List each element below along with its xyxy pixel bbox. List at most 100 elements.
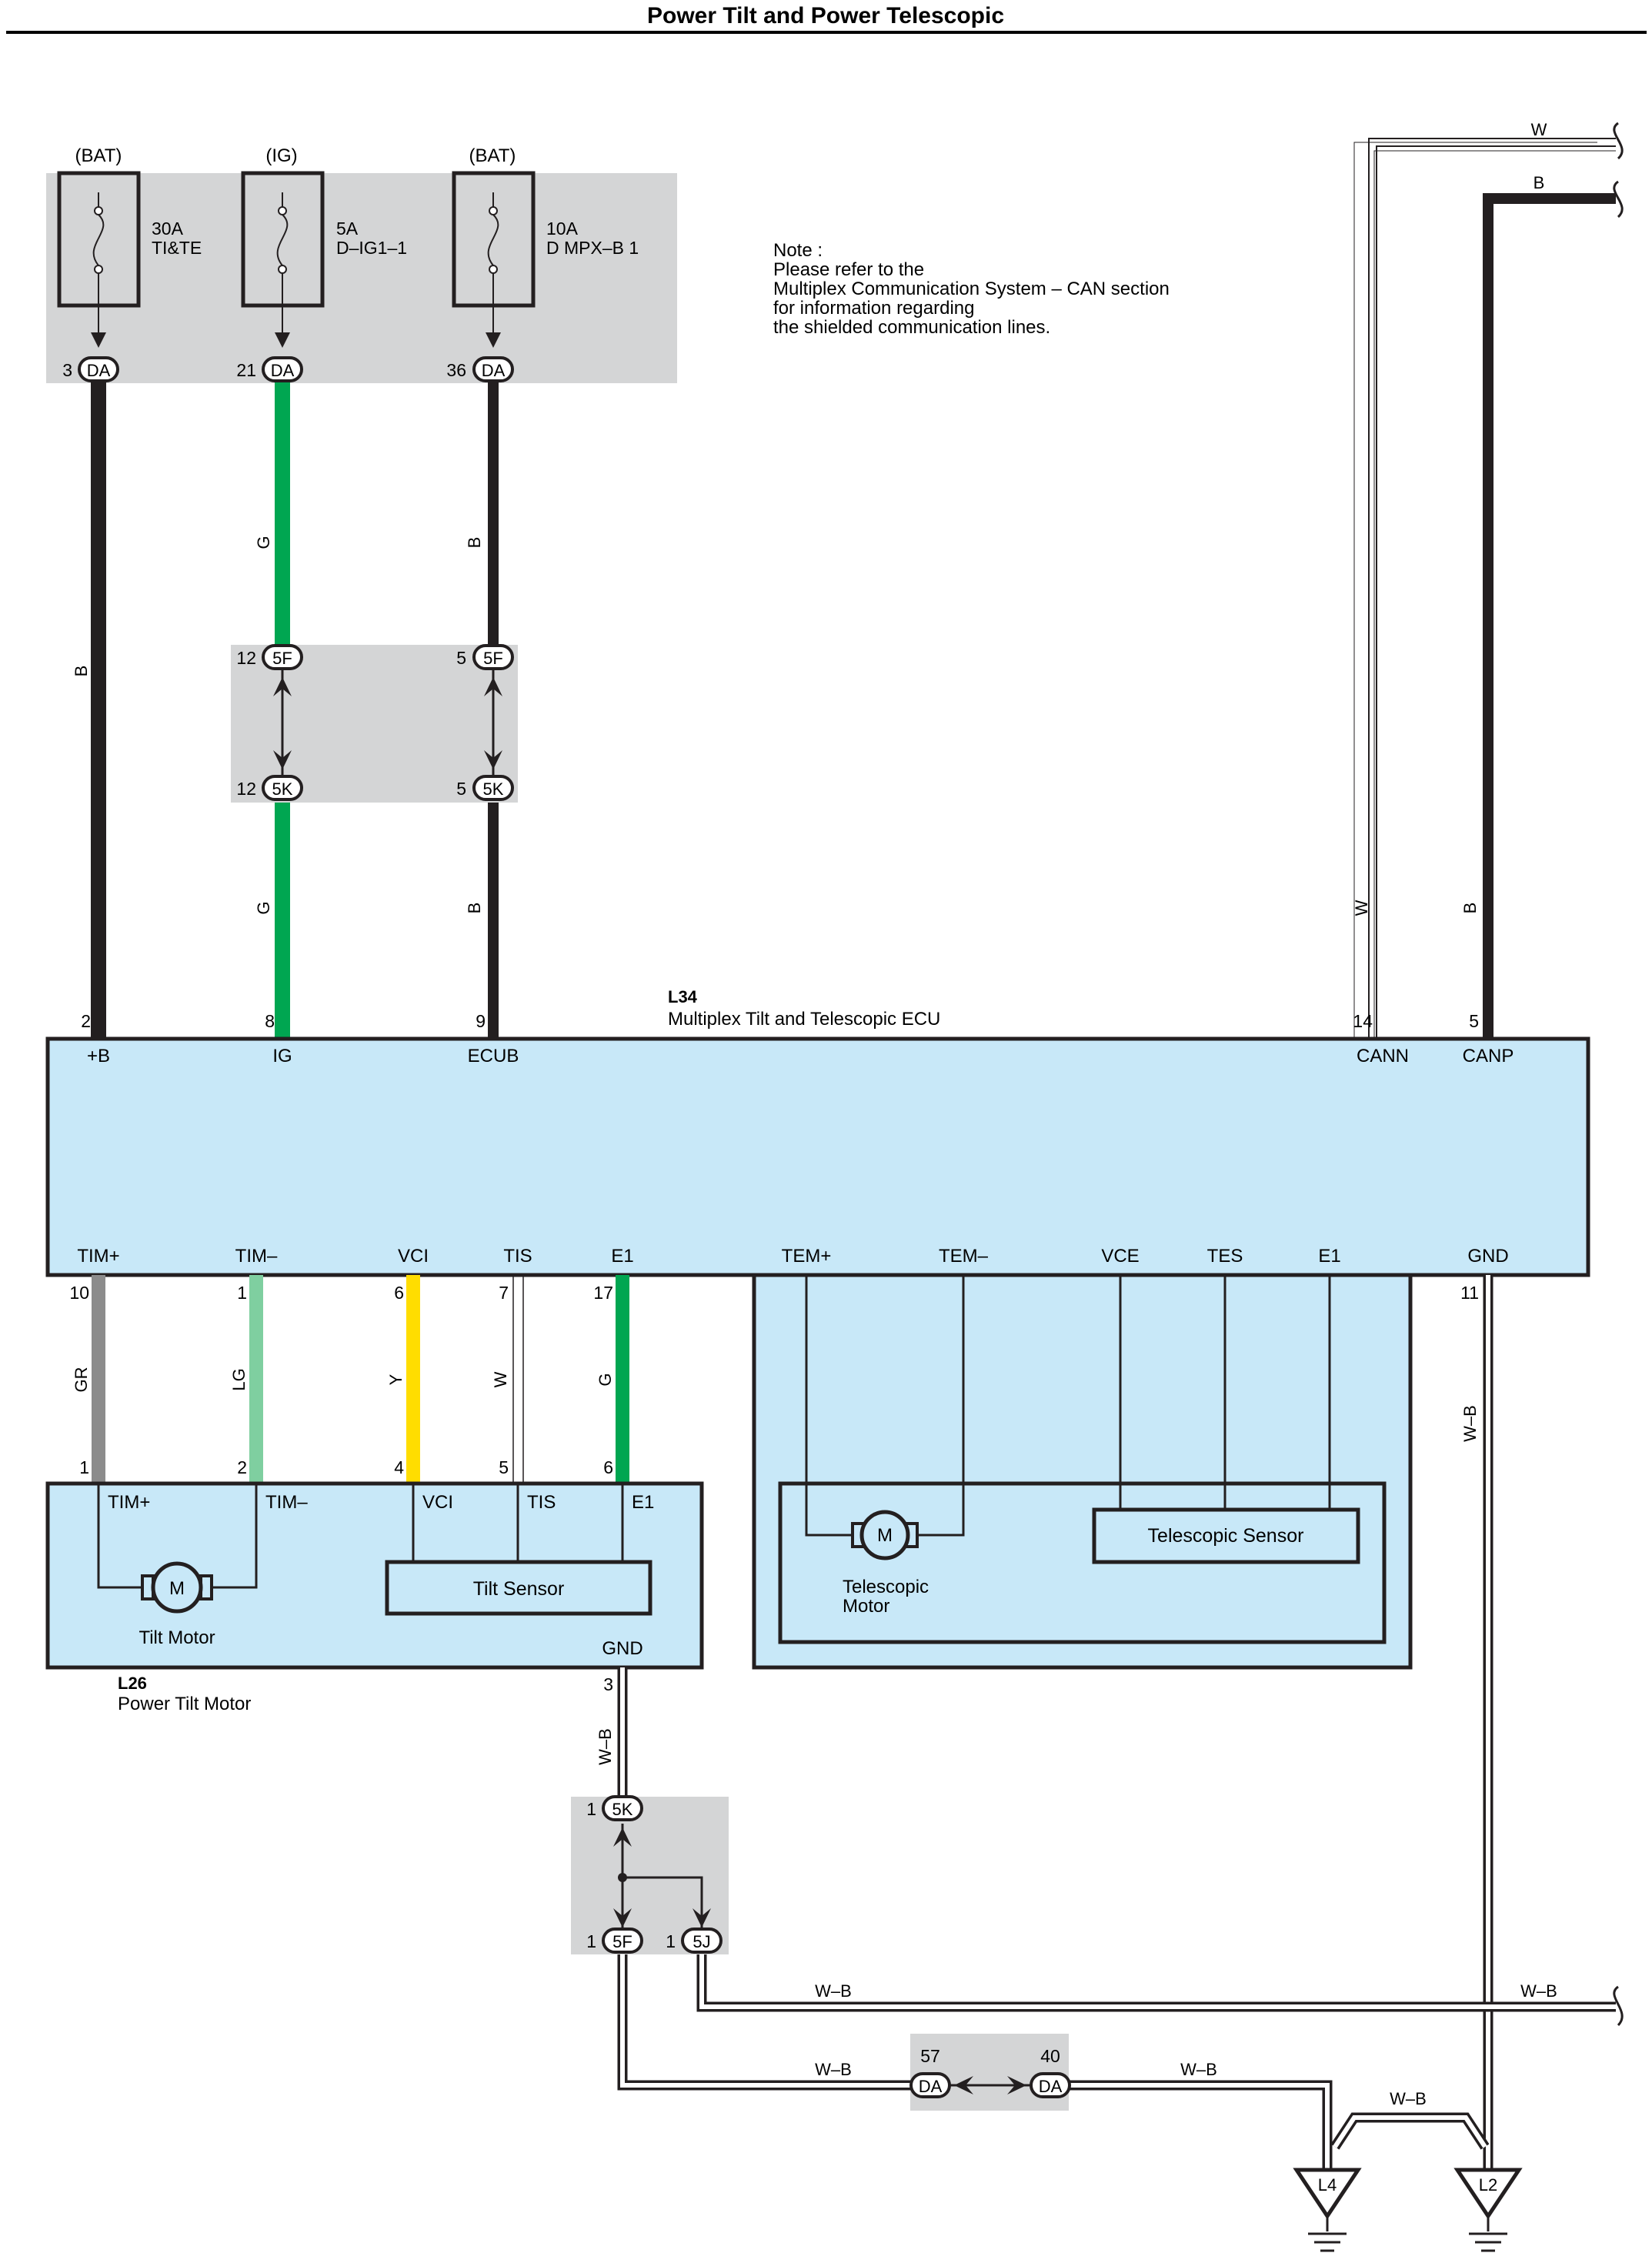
svg-text:5F: 5F [612, 1932, 632, 1951]
tilt-sensor [385, 1560, 652, 1616]
telescopic-motor-icon: M [851, 1510, 919, 1560]
svg-text:5: 5 [456, 648, 466, 668]
connector-5f-12: 12 5F [236, 644, 303, 670]
ground-label: L2 [1479, 2175, 1497, 2195]
svg-text:1: 1 [237, 1283, 247, 1303]
wire-color-label: W [1531, 120, 1547, 139]
svg-text:GND: GND [1467, 1246, 1508, 1267]
connector-5k-5: 5 5K [456, 775, 514, 801]
ground-label: L4 [1318, 2175, 1337, 2195]
telescopic-motor-label: Motor [843, 1596, 889, 1617]
svg-text:TIM+: TIM+ [77, 1246, 119, 1267]
connector-5f-1: 1 5F [586, 1928, 643, 1954]
wire-color-label: B [465, 537, 484, 549]
svg-text:TIM+: TIM+ [108, 1492, 150, 1513]
fuse-source-label: (BAT) [75, 145, 122, 166]
tilt-motor-icon: M [141, 1561, 213, 1614]
svg-text:for information regarding: for information regarding [773, 298, 974, 319]
tilt-sensor-label: Tilt Sensor [473, 1578, 565, 1600]
fuse-d-ig1-1: (IG) 5A D–IG1–1 [241, 145, 407, 308]
ecu-bottom-pins: TIM+ TIM– VCI TIS E1 TEM+ TEM– VCE TES E… [69, 1246, 1508, 1303]
svg-text:17: 17 [593, 1283, 613, 1303]
svg-text:ECUB: ECUB [468, 1046, 519, 1066]
svg-text:TIS: TIS [503, 1246, 532, 1267]
svg-text:21: 21 [236, 360, 256, 380]
continuation-break-icon [1613, 180, 1624, 219]
svg-text:9: 9 [476, 1011, 486, 1031]
wire-color-label: W–B [596, 1728, 615, 1765]
wire-color-label: W–B [1520, 1981, 1557, 2001]
svg-text:5J: 5J [693, 1932, 710, 1951]
svg-text:DA: DA [919, 2077, 943, 2096]
svg-text:DA: DA [271, 361, 295, 380]
wire-color-label: B [465, 903, 484, 914]
tilt-pin-numbers: 1 2 4 5 6 [79, 1457, 613, 1477]
svg-text:Multiplex Communication System: Multiplex Communication System – CAN sec… [773, 279, 1170, 299]
fuse-amperage: 30A [152, 219, 184, 239]
wire-color-label: B [72, 666, 91, 677]
svg-text:VCI: VCI [398, 1246, 429, 1267]
wire-color-label: B [1460, 903, 1480, 914]
svg-text:3: 3 [62, 360, 72, 380]
svg-text:CANP: CANP [1463, 1046, 1514, 1066]
fuse-name: D MPX–B 1 [546, 238, 639, 258]
wire-canp-b [1483, 193, 1616, 1039]
svg-text:1: 1 [586, 1931, 596, 1951]
svg-text:M: M [877, 1525, 893, 1546]
ecu-id: L34 [668, 987, 698, 1006]
wire-color-label: W [491, 1371, 510, 1387]
svg-text:1: 1 [79, 1457, 89, 1477]
page-title: Power Tilt and Power Telescopic [647, 3, 1004, 28]
svg-text:6: 6 [394, 1283, 404, 1303]
svg-text:2: 2 [237, 1457, 247, 1477]
connector-da-40: 40 DA [1030, 2046, 1071, 2098]
svg-text:40: 40 [1040, 2046, 1060, 2066]
svg-text:TIM–: TIM– [235, 1246, 278, 1267]
svg-text:1: 1 [666, 1931, 676, 1951]
connector-da-57: 57 DA [909, 2046, 951, 2098]
connector-5f-5: 5 5F [456, 644, 514, 670]
wire-color-label: G [596, 1373, 615, 1386]
continuation-break-icon [1613, 122, 1624, 160]
wire-cann-w [1370, 139, 1616, 1039]
connector-5j-1: 1 5J [666, 1928, 723, 1954]
svg-text:TEM–: TEM– [939, 1246, 989, 1267]
svg-text:the shielded communication lin: the shielded communication lines. [773, 317, 1050, 338]
wire-da-to-l4 [1070, 2080, 1333, 2170]
fuse-d-mpx-b-1: (BAT) 10A D MPX–B 1 [452, 145, 639, 308]
svg-text:DA: DA [1039, 2077, 1063, 2096]
wire-color-label: W–B [1180, 2060, 1217, 2079]
svg-text:5F: 5F [272, 649, 292, 668]
svg-text:6: 6 [603, 1457, 613, 1477]
svg-text:11: 11 [1460, 1283, 1479, 1303]
wire-5j-wb [696, 1954, 1616, 2012]
svg-text:VCI: VCI [422, 1492, 453, 1513]
connector-da-21: 21 DA [236, 356, 303, 382]
note-text: Note : Please refer to the Multiplex Com… [773, 240, 1170, 338]
fuse-source-label: (BAT) [469, 145, 516, 166]
svg-text:5: 5 [1469, 1011, 1479, 1031]
wire-color-label: W [1352, 900, 1371, 916]
wire-color-label: LG [229, 1368, 249, 1390]
wire-color-label: G [254, 901, 273, 914]
svg-text:10: 10 [69, 1283, 89, 1303]
fuse-amperage: 5A [336, 219, 359, 239]
svg-text:IG: IG [272, 1046, 292, 1066]
ecu-name: Multiplex Tilt and Telescopic ECU [668, 1009, 940, 1030]
svg-text:+B: +B [87, 1046, 110, 1066]
ecu-top-pins: 2 +B 8 IG 9 ECUB 14 CANN 5 CANP [81, 1011, 1513, 1066]
fuse-source-label: (IG) [265, 145, 297, 166]
svg-text:36: 36 [446, 360, 466, 380]
svg-text:57: 57 [920, 2046, 940, 2066]
telescopic-sensor [1092, 1507, 1360, 1564]
connector-da-36: 36 DA [446, 356, 514, 382]
tilt-gnd-pin: 3 [603, 1674, 613, 1694]
svg-text:TES: TES [1207, 1246, 1243, 1267]
svg-text:TIS: TIS [527, 1492, 556, 1513]
wire-color-label: W–B [1460, 1405, 1480, 1442]
fuse-ti-te: (BAT) 30A TI&TE [57, 145, 202, 308]
tilt-motor-id: L26 [118, 1674, 147, 1693]
wire-color-label: W–B [815, 2060, 852, 2079]
